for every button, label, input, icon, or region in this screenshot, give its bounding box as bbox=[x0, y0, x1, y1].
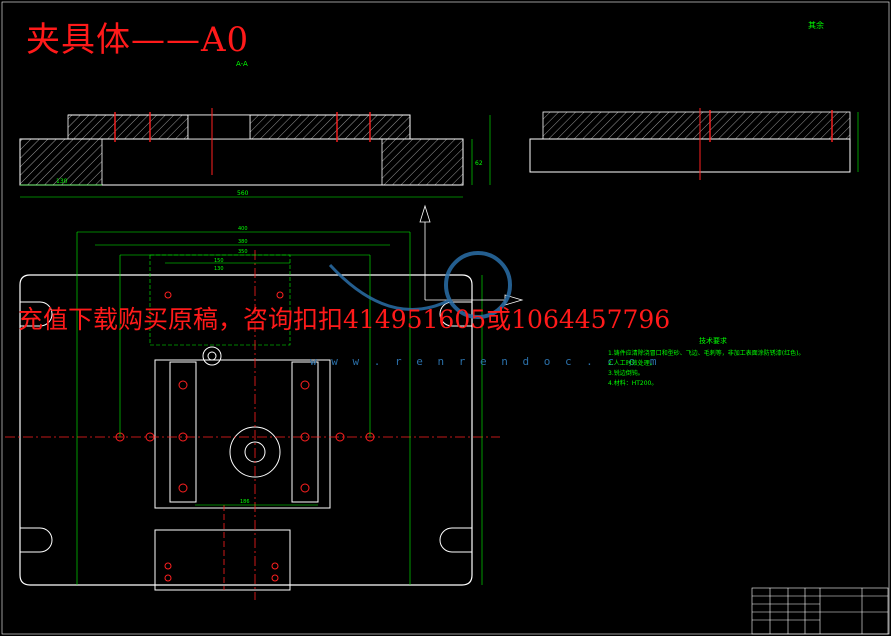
watermark-logo bbox=[328, 251, 512, 319]
roughness-note: 其余 bbox=[808, 21, 824, 30]
dim-label: 560 bbox=[237, 190, 249, 197]
section-label: A-A bbox=[236, 60, 248, 68]
dim-label: 380 bbox=[238, 239, 248, 245]
section-view-left: 560 130 62 bbox=[19, 108, 491, 198]
watermark-url: w w w . r e n r e n d o c . c o m bbox=[310, 355, 661, 368]
note-item: 3.锐边倒钝。 bbox=[608, 370, 644, 377]
title-block bbox=[751, 587, 889, 635]
notes-title: 技术要求 bbox=[699, 337, 727, 345]
section-view-right bbox=[529, 108, 859, 180]
note-item: 4.材料：HT200。 bbox=[608, 380, 658, 387]
dim-label: 150 bbox=[214, 258, 224, 264]
dim-label: 130 bbox=[56, 178, 68, 185]
drawing-title: 夹具体——A0 bbox=[26, 20, 250, 60]
dim-label: 186 bbox=[240, 499, 250, 505]
plan-view: 400 380 350 150 130 186 bbox=[5, 204, 524, 600]
note-item: 2.人工时效处理。 bbox=[608, 360, 656, 367]
watermark-text: 充值下载购买原稿，咨询扣扣414951605或1064457796 bbox=[18, 305, 671, 334]
dim-label: 400 bbox=[238, 226, 248, 232]
dim-label: 130 bbox=[214, 266, 224, 272]
technical-notes: 技术要求 1.铸件应清除浇冒口和型砂、飞边、毛刺等，非加工表面涂防锈漆(红色)。… bbox=[608, 336, 818, 389]
note-item: 1.铸件应清除浇冒口和型砂、飞边、毛刺等，非加工表面涂防锈漆(红色)。 bbox=[608, 350, 805, 357]
dim-label: 350 bbox=[238, 249, 248, 255]
dim-label: 62 bbox=[475, 160, 483, 167]
